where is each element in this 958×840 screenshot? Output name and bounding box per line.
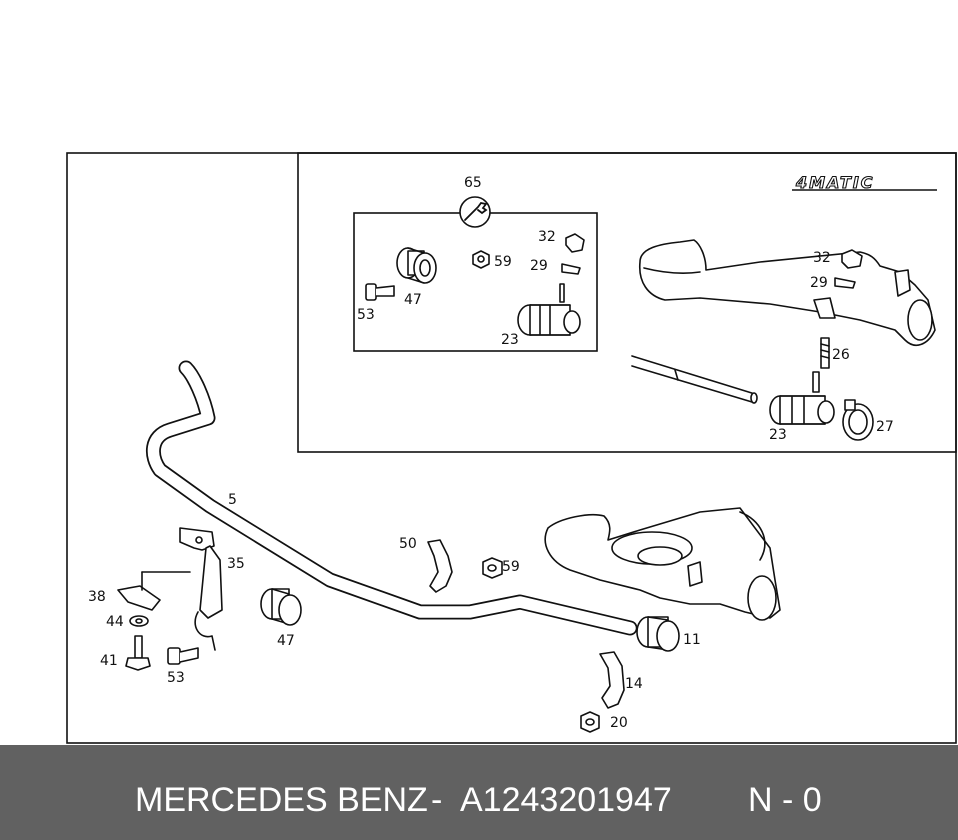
drive-shaft-4matic (631, 355, 758, 404)
clamp-14 (599, 651, 625, 709)
bracket-38 (117, 571, 191, 611)
footer-brand: MERCEDES BENZ (135, 781, 428, 819)
callout-35: 35 (227, 556, 245, 572)
ball-joint-23-4matic (769, 371, 835, 425)
4matic-logo: 4MATIC (792, 172, 937, 193)
callout-65: 65 (464, 175, 482, 191)
callout-47-kit: 47 (404, 292, 422, 308)
nut-59-kit (472, 250, 490, 269)
bolt-53-kit (365, 283, 395, 301)
callout-23-4matic: 23 (769, 427, 787, 443)
nut-59 (482, 557, 503, 579)
bushing-11 (636, 616, 680, 652)
callout-38: 38 (88, 589, 106, 605)
callout-5: 5 (228, 492, 237, 508)
wrench-icon (459, 196, 491, 228)
callout-32-kit: 32 (538, 229, 556, 245)
ball-joint-23-kit (517, 283, 581, 336)
stud-26-4matic (820, 337, 830, 369)
callout-26: 26 (832, 347, 850, 363)
callout-41: 41 (100, 653, 118, 669)
bolt-53 (167, 647, 199, 665)
callout-27: 27 (876, 419, 894, 435)
bolt-41 (125, 635, 151, 671)
nut-32-kit (565, 233, 585, 253)
callout-23-kit: 23 (501, 332, 519, 348)
callout-32-4matic: 32 (813, 250, 831, 266)
footer-part-number: A1243201947 (460, 781, 672, 819)
clip-29-4matic (834, 277, 856, 289)
callout-59: 59 (502, 559, 520, 575)
stabilizer-bar-5 (146, 360, 638, 636)
nut-20 (580, 711, 600, 733)
clip-29-kit (561, 263, 581, 275)
bushing-47-kit (396, 247, 437, 284)
nut-32-4matic (841, 249, 863, 269)
callout-29-kit: 29 (530, 258, 548, 274)
callout-53: 53 (167, 670, 185, 686)
callout-47: 47 (277, 633, 295, 649)
footer-version: N - 0 (748, 781, 822, 819)
callout-44: 44 (106, 614, 124, 630)
callout-11: 11 (683, 632, 701, 648)
callout-29-4matic: 29 (810, 275, 828, 291)
clamp-27-4matic (842, 399, 874, 441)
bushing-47 (260, 588, 302, 626)
4matic-logo-text: 4MATIC (795, 173, 875, 192)
control-arm-main (544, 507, 781, 621)
footer-separator: - (431, 781, 443, 819)
bracket-35 (179, 527, 223, 651)
callout-53-kit: 53 (357, 307, 375, 323)
parts-diagram: 4MATIC (66, 152, 957, 744)
callout-50: 50 (399, 536, 417, 552)
control-arm-4matic (639, 239, 936, 346)
callout-20: 20 (610, 715, 628, 731)
callout-59-kit: 59 (494, 254, 512, 270)
washer-44 (129, 615, 149, 627)
inset-4matic-frame (297, 152, 957, 453)
outer-frame (66, 152, 957, 744)
footer-bar: MERCEDES BENZ - A1243201947 N - 0 (0, 745, 958, 840)
callout-14: 14 (625, 676, 643, 692)
clamp-50 (427, 539, 453, 593)
